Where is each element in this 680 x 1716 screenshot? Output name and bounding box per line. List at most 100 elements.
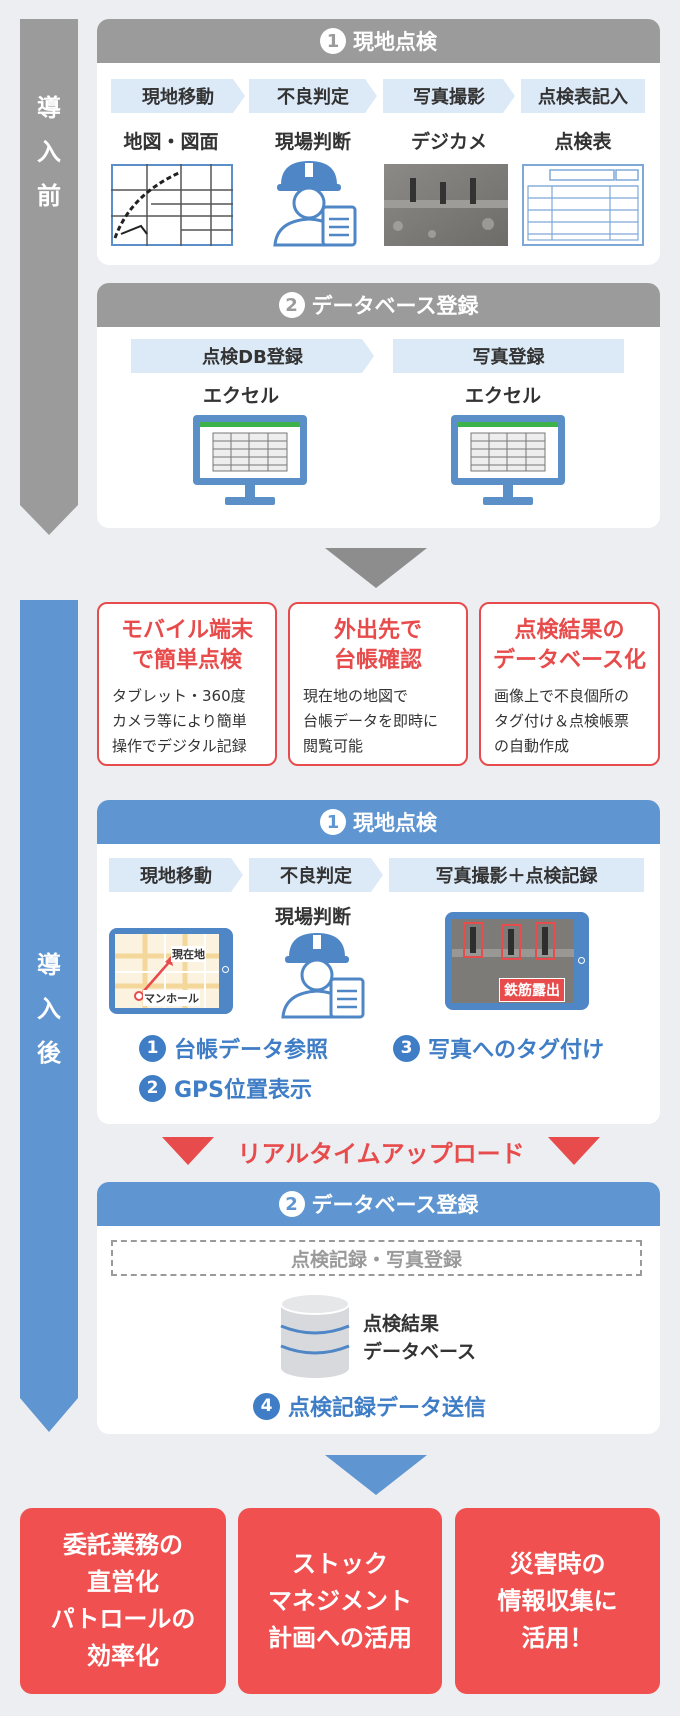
before-step-3: 写真撮影 xyxy=(383,79,515,113)
photo-tag-label: 鉄筋露出 xyxy=(499,978,565,1002)
feature1-desc-2: カメラ等により簡単 xyxy=(112,712,247,730)
before-panel2-number: 2 xyxy=(278,292,305,318)
result1-line-1: 委託業務の xyxy=(62,1531,183,1559)
before-side-arrow-tip xyxy=(20,505,78,535)
result-card-stock-management: ストック マネジメント 計画への活用 xyxy=(238,1508,442,1694)
before-db-step-1: 点検DB登録 xyxy=(131,339,374,373)
result2-line-2: マネジメント xyxy=(268,1586,412,1615)
after-panel2-number: 2 xyxy=(278,1191,305,1217)
result-card-disaster-info: 災害時の 情報収集に 活用！ xyxy=(455,1508,660,1694)
database-label-line-1: 点検結果 xyxy=(363,1313,440,1335)
tablet-photo-device: 鉄筋露出 xyxy=(445,912,589,1010)
feature3-desc-1: 画像上で不良個所の xyxy=(494,687,630,705)
before-db-tool-1: エクセル xyxy=(202,385,279,407)
feature-card-ledger: 外出先で台帳確認 現在地の地図で台帳データを即時に閲覧可能 xyxy=(288,602,468,766)
result3-line-2: 情報収集に xyxy=(497,1586,618,1615)
result1-line-3: パトロールの xyxy=(50,1605,196,1633)
result3-line-1: 災害時の xyxy=(509,1549,606,1578)
database-cylinder-icon xyxy=(280,1293,350,1378)
photo-tablet-home-button xyxy=(578,957,585,964)
function-record-transmission: 4 点検記録データ送信 xyxy=(253,1390,486,1422)
before-side-bar: 導 入 前 xyxy=(20,19,78,505)
feature3-desc-3: の自動作成 xyxy=(494,737,570,755)
before-tool-3: デジカメ xyxy=(410,131,487,153)
feature2-title-2: 台帳確認 xyxy=(333,648,422,673)
before-panel1-header: 1 現地点検 xyxy=(97,19,660,63)
after-side-label-2: 入 xyxy=(37,995,61,1023)
function-photo-tagging: 3 写真へのタグ付け xyxy=(393,1032,604,1064)
before-panel1-title: 現地点検 xyxy=(353,30,437,54)
excel-monitor-icon-2 xyxy=(451,415,565,505)
after-step-2: 不良判定 xyxy=(249,858,383,892)
result3-line-3: 活用！ xyxy=(521,1623,594,1652)
before-tool-2: 現場判断 xyxy=(274,131,351,153)
map-current-location-label: 現在地 xyxy=(171,946,206,962)
before-step-4: 点検表記入 xyxy=(521,79,645,113)
result-card-direct-management: 委託業務の 直営化 パトロールの 効率化 xyxy=(20,1508,226,1694)
feature3-title-2: データベース化 xyxy=(493,648,646,673)
result1-line-2: 直営化 xyxy=(86,1568,159,1596)
function4-number: 4 xyxy=(253,1392,280,1420)
before-panel2-title: データベース登録 xyxy=(311,294,479,318)
after-step-1: 現地移動 xyxy=(109,858,243,892)
before-tool-4: 点検表 xyxy=(554,131,612,153)
before-side-label-2: 入 xyxy=(37,138,61,166)
function2-number: 2 xyxy=(139,1074,166,1102)
after-to-results-arrow xyxy=(325,1455,427,1495)
feature2-desc-3: 閲覧可能 xyxy=(303,737,364,755)
upload-arrow-right xyxy=(548,1137,600,1165)
tablet-home-button xyxy=(222,966,229,973)
excel-monitor-icon-1 xyxy=(193,415,307,505)
tablet-map-device: 現在地 マンホール xyxy=(109,928,233,1014)
feature1-desc-1: タブレット・360度 xyxy=(112,687,246,705)
concrete-photo-image xyxy=(384,164,508,246)
after-side-label-1: 導 xyxy=(37,951,61,979)
after-side-label-3: 後 xyxy=(37,1039,61,1067)
function2-text: GPS位置表示 xyxy=(174,1078,313,1103)
function1-number: 1 xyxy=(139,1034,166,1062)
function3-number: 3 xyxy=(393,1034,420,1062)
before-tool-1: 地図・図面 xyxy=(123,131,219,153)
function-gps-position: 2 GPS位置表示 xyxy=(139,1072,312,1104)
after-step-3: 写真撮影＋点検記録 xyxy=(389,858,644,892)
after-panel1-title: 現地点検 xyxy=(353,811,437,835)
worker-judgment-icon xyxy=(273,161,357,247)
before-panel-field-inspection: 1 現地点検 現地移動 不良判定 写真撮影 点検表記入 地図・図面 現場判断 デ… xyxy=(97,19,660,265)
inspection-sheet-image xyxy=(522,164,644,246)
before-panel1-number: 1 xyxy=(320,28,346,54)
after-panel-database: 2 データベース登録 点検記録・写真登録 点検結果 データベース 4 点検記録デ… xyxy=(97,1182,660,1434)
feature1-title-2: で簡単点検 xyxy=(131,648,242,673)
after-panel1-number: 1 xyxy=(320,809,346,835)
feature3-title-1: 点検結果の xyxy=(514,618,625,643)
before-db-tool-2: エクセル xyxy=(464,385,541,407)
after-judgment-label: 現場判断 xyxy=(274,906,351,928)
function-ledger-reference: 1 台帳データ参照 xyxy=(139,1032,328,1064)
realtime-upload-label: リアルタイムアップロード xyxy=(237,1140,525,1168)
before-side-label-3: 前 xyxy=(37,182,61,210)
before-step-1: 現地移動 xyxy=(111,79,245,113)
feature-card-mobile: モバイル端末で簡単点検 タブレット・360度カメラ等により簡単操作でデジタル記録 xyxy=(97,602,277,766)
after-panel1-header: 1 現地点検 xyxy=(97,800,660,844)
result1-line-4: 効率化 xyxy=(86,1642,159,1670)
dashed-record-box: 点検記録・写真登録 xyxy=(111,1240,642,1276)
database-label: 点検結果 データベース xyxy=(363,1310,476,1366)
feature3-desc-2: タグ付け＆点検帳票 xyxy=(494,712,630,730)
before-side-label-1: 導 xyxy=(37,94,61,122)
before-to-after-arrow xyxy=(325,548,427,588)
after-panel2-header: 2 データベース登録 xyxy=(97,1182,660,1226)
before-step-2: 不良判定 xyxy=(249,79,377,113)
before-panel2-header: 2 データベース登録 xyxy=(97,283,660,327)
before-db-step-2: 写真登録 xyxy=(393,339,624,373)
after-side-bar: 導 入 後 xyxy=(20,600,78,1398)
after-worker-judgment-icon xyxy=(281,933,365,1019)
feature1-desc-3: 操作でデジタル記録 xyxy=(112,737,247,755)
function1-text: 台帳データ参照 xyxy=(174,1038,329,1063)
function3-text: 写真へのタグ付け xyxy=(428,1038,605,1063)
feature1-title-1: モバイル端末 xyxy=(120,618,253,643)
after-panel2-title: データベース登録 xyxy=(311,1193,479,1217)
after-side-arrow-tip xyxy=(20,1398,78,1432)
feature-card-database: 点検結果のデータベース化 画像上で不良個所のタグ付け＆点検帳票の自動作成 xyxy=(479,602,660,766)
database-label-line-2: データベース xyxy=(363,1341,477,1363)
feature2-desc-1: 現在地の地図で xyxy=(303,687,409,705)
feature2-desc-2: 台帳データを即時に xyxy=(303,712,439,730)
